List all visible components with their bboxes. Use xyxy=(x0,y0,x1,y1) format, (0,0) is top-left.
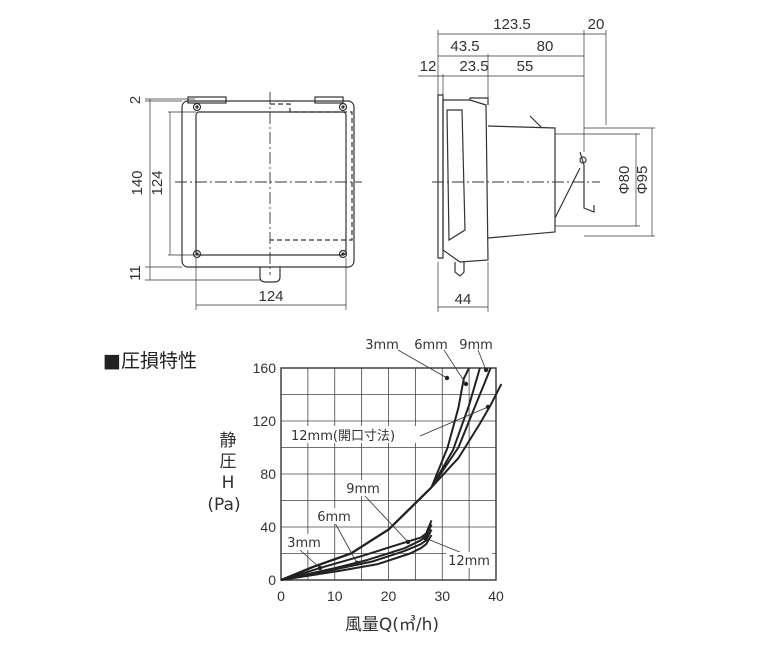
x-tick-label: 0 xyxy=(277,588,285,604)
dim-phi95: Φ95 xyxy=(634,166,651,195)
series-line-closed-3 xyxy=(280,383,503,581)
marker-dots xyxy=(317,367,491,571)
annot-low-12mm: 12mm xyxy=(448,554,490,569)
annot-low-6mm-bg xyxy=(314,508,354,524)
side-bottom-tab xyxy=(454,262,465,277)
x-tick-label: 10 xyxy=(327,588,343,604)
ylabel-char-2: H xyxy=(222,473,235,493)
front-panel xyxy=(195,111,347,256)
louver-top xyxy=(469,97,489,105)
dim-top-gap: 2 xyxy=(127,96,144,104)
dim-bottom-tab: 11 xyxy=(127,265,144,281)
dim-height-outer: 140 xyxy=(129,170,146,195)
series-line-open-4 xyxy=(280,520,433,581)
x-tick-label: 40 xyxy=(488,588,504,604)
annot-low-9mm: 9mm xyxy=(346,482,380,497)
front-cover xyxy=(437,94,444,259)
annot-mid-12mm: 12mm(開口寸法) xyxy=(291,429,395,444)
louver-inner xyxy=(446,109,466,242)
annot-top-6mm: 6mm xyxy=(414,338,448,353)
bottom-knob xyxy=(259,267,281,283)
hook-pin xyxy=(579,156,587,164)
dim-total: 123.5 xyxy=(493,16,531,33)
y-tick-label: 0 xyxy=(268,572,276,588)
annot-low-6mm: 6mm xyxy=(317,510,351,525)
x-tick-label: 20 xyxy=(381,588,397,604)
annot-low-12mm-bg xyxy=(446,552,492,568)
ylabel-char-3: (Pa) xyxy=(207,495,240,515)
annot-top-9mm: 9mm xyxy=(459,338,493,353)
annot-low-3mm-bg xyxy=(284,534,324,550)
ylabel-char-0: 静 xyxy=(220,431,237,451)
dim-width: 124 xyxy=(258,288,283,305)
hook xyxy=(579,151,595,213)
annot-mid-bg xyxy=(288,426,418,443)
hidden-outline xyxy=(270,103,353,241)
dim-height-inner: 124 xyxy=(149,170,166,195)
ylabel-char-1: 圧 xyxy=(220,452,237,472)
dim-duct: 80 xyxy=(537,38,554,55)
dim-cover: 12 xyxy=(420,58,437,75)
front-body xyxy=(181,100,355,268)
annot-low-9mm-bg xyxy=(343,480,383,496)
series-line-open-7 xyxy=(280,534,433,581)
dim-flange: 20 xyxy=(588,16,605,33)
chart-title: ■圧損特性 xyxy=(103,350,197,372)
xlabel: 風量Q(㎥/h) xyxy=(345,615,439,635)
chart-grid xyxy=(280,367,497,581)
dim-front-depth: 43.5 xyxy=(450,38,479,55)
chart-ticks: 0 10 20 30 40 0 40 80 120 160 xyxy=(253,360,504,604)
annot-top-3mm: 3mm xyxy=(365,338,399,353)
y-tick-label: 160 xyxy=(253,360,277,376)
hook-arm xyxy=(554,167,581,219)
side-view xyxy=(418,30,655,312)
latch-line xyxy=(529,115,543,129)
louver-body xyxy=(442,99,489,263)
y-tick-label: 80 xyxy=(260,466,276,482)
plot-frame xyxy=(280,367,497,581)
y-tick-label: 120 xyxy=(253,413,277,429)
dim-bottom: 44 xyxy=(455,291,472,308)
duct-spigot xyxy=(487,125,556,239)
series-line-open-6 xyxy=(280,529,433,581)
annot-low-3mm: 3mm xyxy=(287,536,321,551)
top-tab-right xyxy=(314,96,344,104)
x-tick-label: 30 xyxy=(434,588,450,604)
top-tab-left xyxy=(187,96,227,104)
y-tick-label: 40 xyxy=(260,519,276,535)
leader-lines xyxy=(299,349,489,569)
screw-icon xyxy=(192,102,348,259)
front-view xyxy=(145,92,362,310)
dim-body: 23.5 xyxy=(459,58,488,75)
dim-spigot: 55 xyxy=(517,58,534,75)
dim-phi80: Φ80 xyxy=(616,166,633,195)
